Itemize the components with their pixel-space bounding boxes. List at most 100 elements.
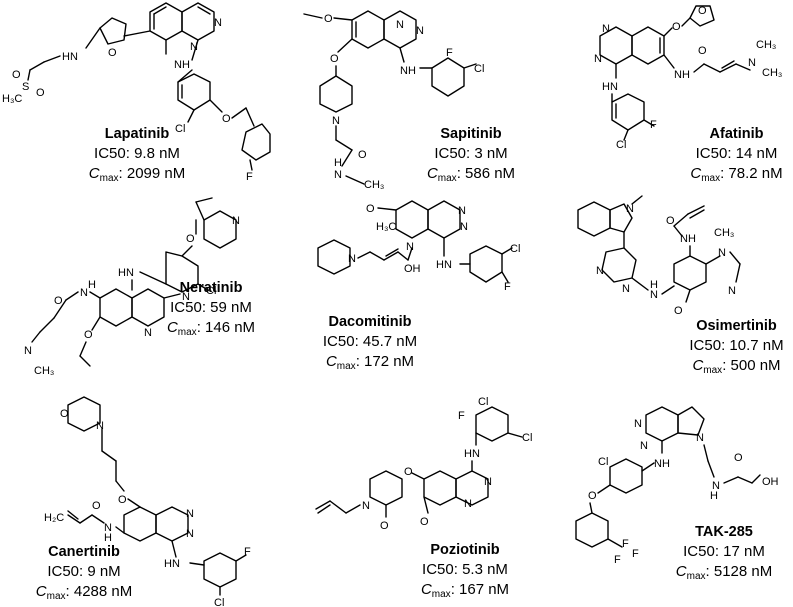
tak285-atom-h: H: [710, 490, 718, 502]
afatinib-atom-n1: N: [602, 23, 610, 35]
sapitinib-atom-ch3: CH₃: [364, 179, 384, 191]
osimertinib-atom-nme2: N: [728, 285, 736, 297]
compound-neratinib: N O Cl HN N N N H O N CH₃ O: [0, 190, 270, 390]
neratinib-atom-nh: N: [80, 287, 88, 299]
neratinib-atom-h: H: [88, 279, 96, 291]
canertinib-atom-cl: Cl: [214, 597, 224, 607]
tak285-atom-f1: F: [622, 538, 629, 550]
lapatinib-atom-so2: O: [36, 87, 45, 99]
osimertinib-info: Osimertinib IC50: 10.7 nM Cmax: 500 nM: [680, 316, 793, 381]
sapitinib-ic50: IC50: 3 nM: [434, 145, 508, 162]
neratinib-atom-o: O: [186, 233, 195, 245]
tak285-cmax: Cmax: 5128 nM: [675, 563, 773, 582]
afatinib-atom-ch3b: CH₃: [762, 67, 782, 79]
poziotinib-name: Poziotinib: [430, 542, 500, 558]
neratinib-atom-cl: Cl: [206, 285, 216, 297]
compound-sapitinib: O N N O N O N H CH₃ NH F: [296, 0, 526, 191]
neratinib-cmax: Cmax: 146 nM: [166, 319, 256, 338]
afatinib-atom-ch3a: CH₃: [756, 39, 776, 51]
poziotinib-atom-hn: HN: [464, 448, 480, 460]
poziotinib-atom-o: O: [404, 466, 413, 478]
canertinib-info: Canertinib IC50: 9 nM Cmax: 4288 nM: [24, 542, 144, 607]
canertinib-structure: O N O N N N H O H₂C HN F Cl: [0, 395, 270, 607]
dacomitinib-atom-npip: N: [348, 253, 356, 265]
tak285-ic50: IC50: 17 nM: [683, 543, 765, 560]
canertinib-atom-n1: N: [186, 508, 194, 520]
poziotinib-atom-n2: N: [464, 498, 472, 510]
sapitinib-atom-f: F: [446, 47, 453, 59]
neratinib-atom-ch3: CH₃: [34, 365, 54, 377]
canertinib-atom-o: O: [118, 494, 127, 506]
tak285-atom-npyr: N: [696, 432, 704, 444]
tak285-atom-cl: Cl: [598, 456, 608, 468]
sapitinib-structure: O N N O N O N H CH₃ NH F: [296, 0, 526, 191]
sapitinib-atom-nh: NH: [400, 65, 416, 77]
poziotinib-atom-cl2: Cl: [522, 432, 532, 444]
sapitinib-atom-h: H: [334, 157, 342, 169]
afatinib-atom-oc: O: [698, 45, 707, 57]
neratinib-atom-hn: HN: [118, 267, 134, 279]
tak285-atom-hn: N: [712, 480, 720, 492]
tak285-name: TAK-285: [695, 524, 753, 540]
compound-afatinib: N N O O NH O N CH₃ CH₃ HN F Cl: [580, 0, 793, 190]
afatinib-atom-f: F: [650, 119, 657, 131]
dacomitinib-name: Dacomitinib: [328, 314, 412, 330]
poziotinib-atom-oc: O: [380, 520, 389, 532]
canertinib-atom-h2c: H₂C: [44, 512, 64, 524]
sapitinib-atom-n1: N: [416, 25, 424, 37]
osimertinib-name: Osimertinib: [696, 318, 777, 334]
afatinib-ic50: IC50: 14 nM: [695, 145, 778, 162]
canertinib-cmax: Cmax: 4288 nM: [35, 583, 133, 602]
sapitinib-atom-npip: N: [332, 115, 340, 127]
lapatinib-atom-nh1: HN: [62, 51, 78, 63]
dacomitinib-cmax: Cmax: 172 nM: [325, 353, 415, 372]
lapatinib-structure: N N NH Cl O F O HN S: [0, 0, 271, 190]
poziotinib-cmax: Cmax: 167 nM: [420, 581, 510, 600]
tak285-structure: N N N NH Cl O F F F N H O OH: [570, 395, 793, 606]
dacomitinib-atom-f: F: [504, 281, 511, 293]
poziotinib-atom-cl1: Cl: [478, 396, 488, 408]
neratinib-atom-oc: O: [54, 295, 63, 307]
dacomitinib-atom-cl: Cl: [510, 243, 520, 255]
sapitinib-atom-cl: Cl: [474, 63, 484, 75]
afatinib-atom-n2: N: [594, 53, 602, 65]
lapatinib-atom-o: O: [108, 47, 117, 59]
compound-lapatinib: N N NH Cl O F O HN S: [0, 0, 271, 190]
osimertinib-atom-n1: N: [622, 283, 630, 295]
tak285-atom-n1: N: [634, 418, 642, 430]
tak285-atom-oc: O: [734, 452, 743, 464]
tak285-atom-f3: F: [614, 554, 621, 566]
tak285-atom-n2: N: [640, 440, 648, 452]
dacomitinib-atom-n1: N: [458, 205, 466, 217]
lapatinib-atom-o2: O: [222, 113, 231, 125]
sapitinib-atom-meo: O: [324, 13, 333, 25]
tak285-atom-oh: OH: [762, 476, 779, 488]
tak285-atom-f2: F: [632, 548, 639, 560]
neratinib-atom-npy: N: [232, 215, 240, 227]
afatinib-info: Afatinib IC50: 14 nM Cmax: 78.2 nM: [680, 124, 793, 189]
canertinib-atom-n2: N: [186, 528, 194, 540]
dacomitinib-info: Dacomitinib IC50: 45.7 nM Cmax: 172 nM: [310, 312, 430, 377]
lapatinib-ic50: IC50: 9.8 nM: [94, 145, 180, 162]
afatinib-atom-othf: O: [698, 5, 707, 17]
canertinib-atom-omorph: O: [60, 408, 69, 420]
neratinib-atom-nme2: N: [24, 345, 32, 357]
neratinib-atom-oet: O: [84, 329, 93, 341]
poziotinib-atom-ome: O: [420, 516, 429, 528]
afatinib-atom-hn: HN: [602, 81, 618, 93]
sapitinib-cmax: Cmax: 586 nM: [426, 165, 516, 184]
tak285-info: TAK-285 IC50: 17 nM Cmax: 5128 nM: [664, 522, 784, 587]
sapitinib-info: Sapitinib IC50: 3 nM Cmax: 586 nM: [416, 124, 526, 189]
compound-poziotinib: Cl Cl F HN N N O N O O Poziotinib IC50: …: [300, 395, 560, 606]
lapatinib-cmax: Cmax: 2099 nM: [88, 165, 186, 184]
afatinib-name: Afatinib: [709, 126, 764, 142]
lapatinib-atom-s: S: [22, 81, 29, 93]
sapitinib-atom-n2: N: [396, 19, 404, 31]
dacomitinib-atom-nim: N: [406, 241, 414, 253]
afatinib-structure: N N O O NH O N CH₃ CH₃ HN F Cl: [580, 0, 793, 190]
dacomitinib-atom-n2: N: [460, 221, 468, 233]
osimertinib-atom-hn: H: [650, 279, 658, 291]
lapatinib-atom-so1: O: [12, 69, 21, 81]
canertinib-atom-oc: O: [92, 500, 101, 512]
osimertinib-atom-n2: N: [596, 265, 604, 277]
